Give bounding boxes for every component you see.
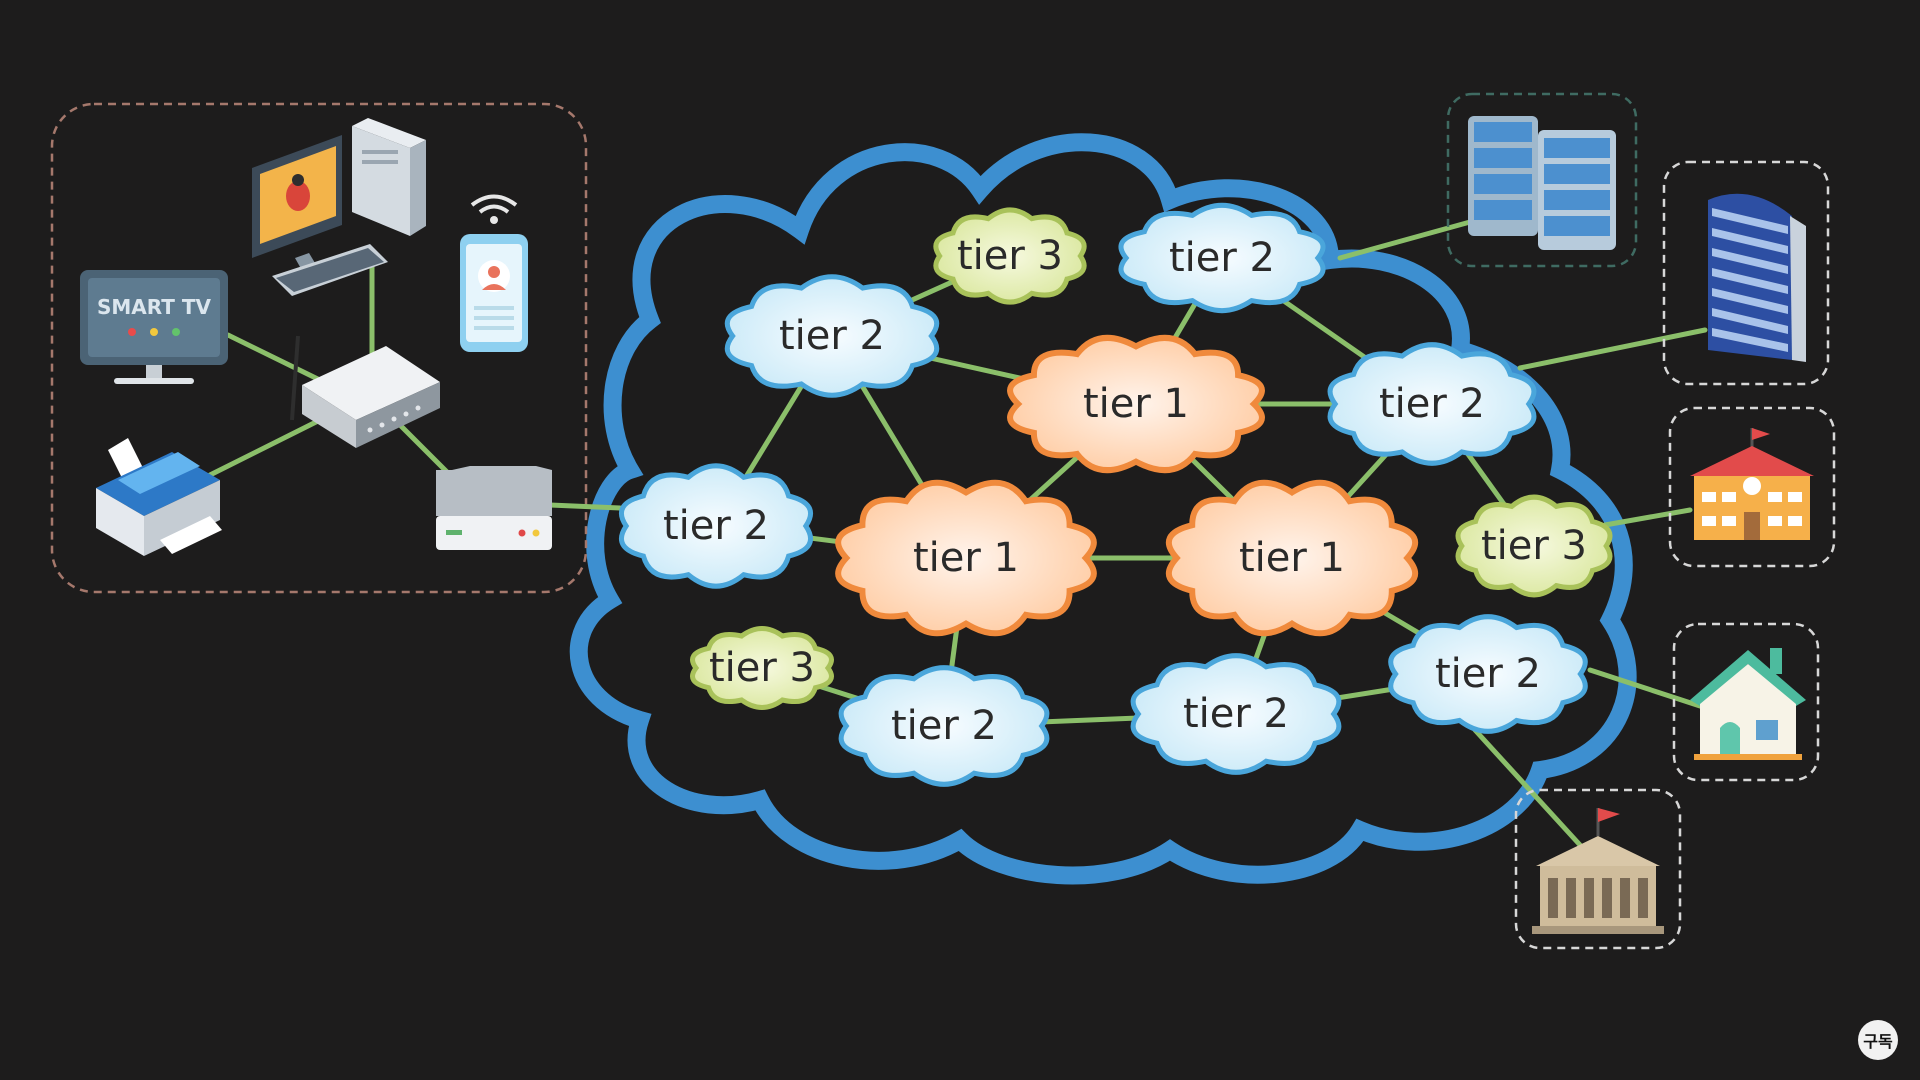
tier-3-cloud: tier 3 xyxy=(690,626,834,710)
tier-2-cloud: tier 2 xyxy=(1130,653,1342,775)
tier-2-cloud: tier 2 xyxy=(1327,342,1537,466)
cloud-shape xyxy=(1007,334,1265,474)
tier-3-cloud: tier 3 xyxy=(933,207,1087,305)
cloud-label: tier 2 xyxy=(779,313,885,359)
cloud-label: tier 2 xyxy=(891,703,997,749)
cloud-shape xyxy=(838,665,1050,787)
school-icon xyxy=(1668,406,1836,568)
cloud-label: tier 2 xyxy=(663,503,769,549)
cloud-label: tier 2 xyxy=(1435,651,1541,697)
cloud-shape xyxy=(619,463,813,589)
cloud-shape xyxy=(1118,202,1326,314)
cloud-label: tier 3 xyxy=(709,645,815,691)
cloud-label: tier 3 xyxy=(1481,523,1587,569)
tier-3-cloud: tier 3 xyxy=(1455,494,1613,598)
tier-2-cloud: tier 2 xyxy=(1388,614,1588,734)
tier-2-cloud: tier 2 xyxy=(724,274,940,398)
link-house xyxy=(1587,667,1703,709)
government-building-icon xyxy=(1514,788,1682,950)
cloud-label: tier 2 xyxy=(1169,235,1275,281)
link-government xyxy=(1472,727,1583,848)
router-icon xyxy=(290,335,440,448)
office-building-icon xyxy=(1662,160,1830,386)
desktop-computer-icon xyxy=(252,118,426,296)
network-links xyxy=(207,219,1708,848)
link-school xyxy=(1602,507,1693,528)
cloud-shape xyxy=(690,626,834,710)
tier-1-cloud: tier 1 xyxy=(1165,479,1419,637)
tier-2-cloud: tier 2 xyxy=(619,463,813,589)
tier-1-cloud: tier 1 xyxy=(835,479,1097,637)
data-center-icon xyxy=(1446,92,1638,268)
cloud-shape xyxy=(1327,342,1537,466)
tier-1-cloud: tier 1 xyxy=(1007,334,1265,474)
smart-tv-label: SMART TV xyxy=(97,295,212,319)
cloud-shape xyxy=(933,207,1087,305)
cloud-label: tier 3 xyxy=(957,233,1063,279)
smart-tv-icon: SMART TV xyxy=(80,270,228,384)
printer-icon xyxy=(96,438,222,556)
smartphone-icon xyxy=(460,194,528,352)
house-icon xyxy=(1672,622,1820,782)
cloud-shape xyxy=(724,274,940,398)
cloud-shape xyxy=(1455,494,1613,598)
link-office xyxy=(1517,327,1708,371)
tier-2-cloud: tier 2 xyxy=(1118,202,1326,314)
channel-logo-icon: 구독 xyxy=(1858,1020,1898,1060)
cloud-shape xyxy=(1388,614,1588,734)
tier-clouds: tier 3 tier 2 tier 2 tier 1 tier 2 tier 2 tier… xyxy=(619,202,1613,787)
link-modem-cloud xyxy=(547,502,623,511)
cloud-label: tier 1 xyxy=(1239,535,1345,581)
cloud-label: tier 1 xyxy=(913,535,1019,581)
home-network-box xyxy=(50,102,588,594)
modem-icon xyxy=(436,466,552,550)
link-datacenter xyxy=(1337,219,1473,261)
cloud-label: tier 1 xyxy=(1083,381,1189,427)
link-tv-router xyxy=(225,332,333,388)
tier-2-cloud: tier 2 xyxy=(838,665,1050,787)
cloud-shape xyxy=(835,479,1097,637)
cloud-shape xyxy=(1165,479,1419,637)
cloud-shape xyxy=(1130,653,1342,775)
link-printer-router xyxy=(207,417,323,478)
cloud-label: tier 2 xyxy=(1183,691,1289,737)
cloud-label: tier 2 xyxy=(1379,381,1485,427)
